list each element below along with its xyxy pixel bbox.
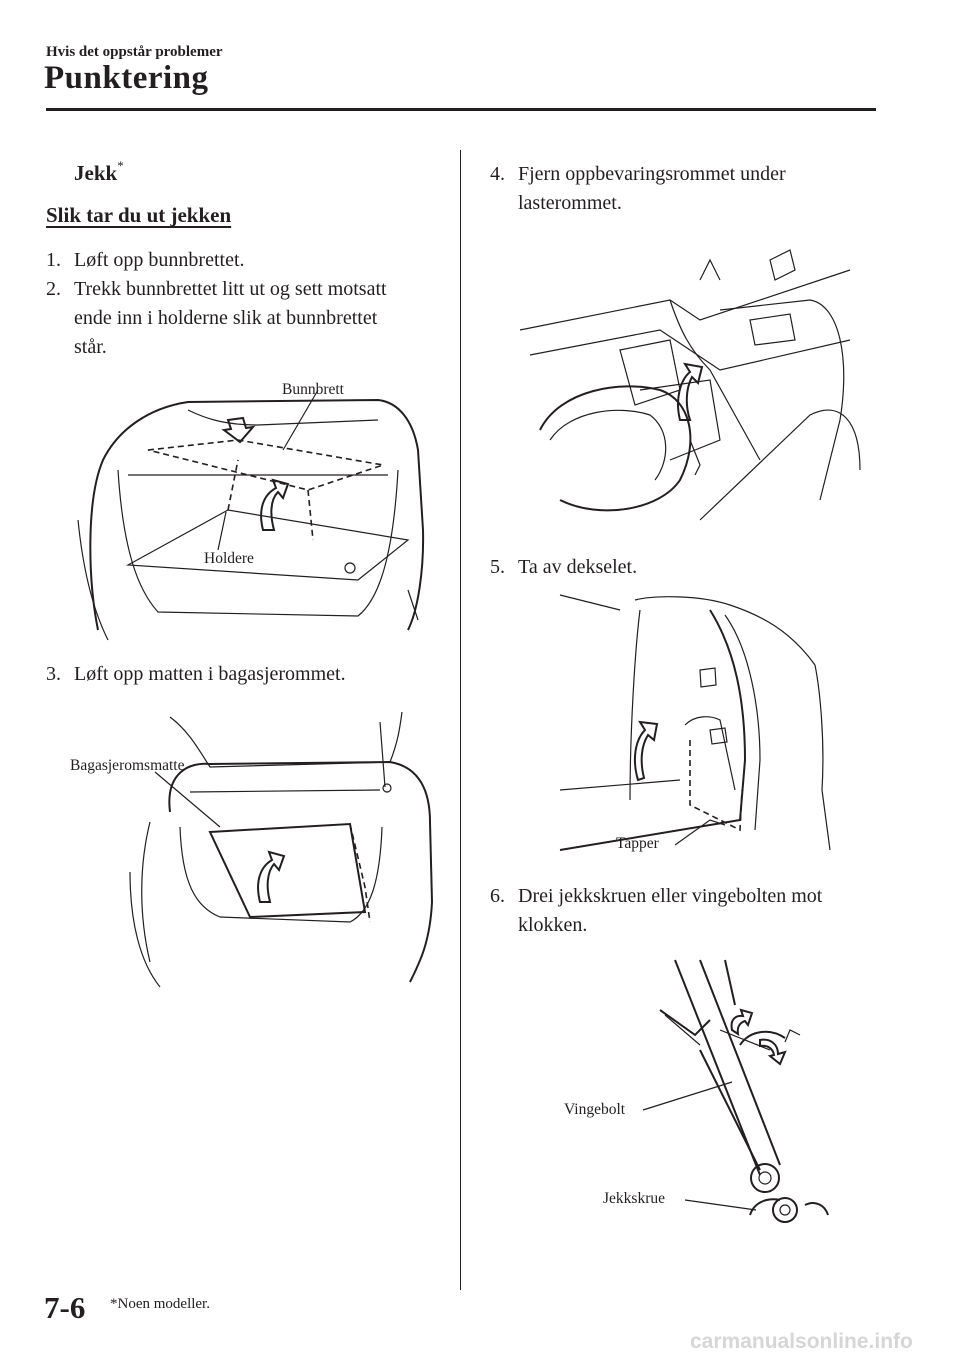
figure-trunk-mat [129,711,434,988]
watermark: carmanualsonline.info [690,1330,913,1353]
label-holdere: Holdere [204,550,254,567]
step-3: 3. Løft opp matten i bagasjerommet. [46,663,346,685]
page-title: Punktering [44,60,209,96]
page-number: 7-6 [44,1290,86,1325]
figure-storage-compartment [519,249,861,521]
step-1: 1. Løft opp bunnbrettet. [46,249,245,271]
label-jekkskrue: Jekkskrue [603,1190,665,1207]
section-title: Hvis det oppstår problemer [46,44,223,60]
label-tapper: Tapper [616,835,659,852]
step-6: 6. Drei jekkskruen eller vingebolten mot… [490,885,823,936]
label-vingebolt: Vingebolt [564,1101,626,1118]
step-2: 2. Trekk bunnbrettet litt ut og sett mot… [46,278,387,358]
figure-cover [559,594,831,851]
header-rule [46,108,876,111]
step-5: 5. Ta av dekselet. [490,556,638,578]
heading-jekk: Jekk* [74,158,124,185]
label-bunnbrett: Bunnbrett [282,381,344,398]
step-4: 4. Fjern oppbevaringsrommet under laster… [490,163,786,214]
figure-floorboard [77,389,425,641]
footnote: *Noen modeller. [110,1296,210,1312]
subheading: Slik tar du ut jekken [46,203,232,227]
figure-jack [659,959,829,1223]
column-divider [460,150,461,1290]
label-bagasjeromsmatte: Bagasjeromsmatte [70,757,185,774]
